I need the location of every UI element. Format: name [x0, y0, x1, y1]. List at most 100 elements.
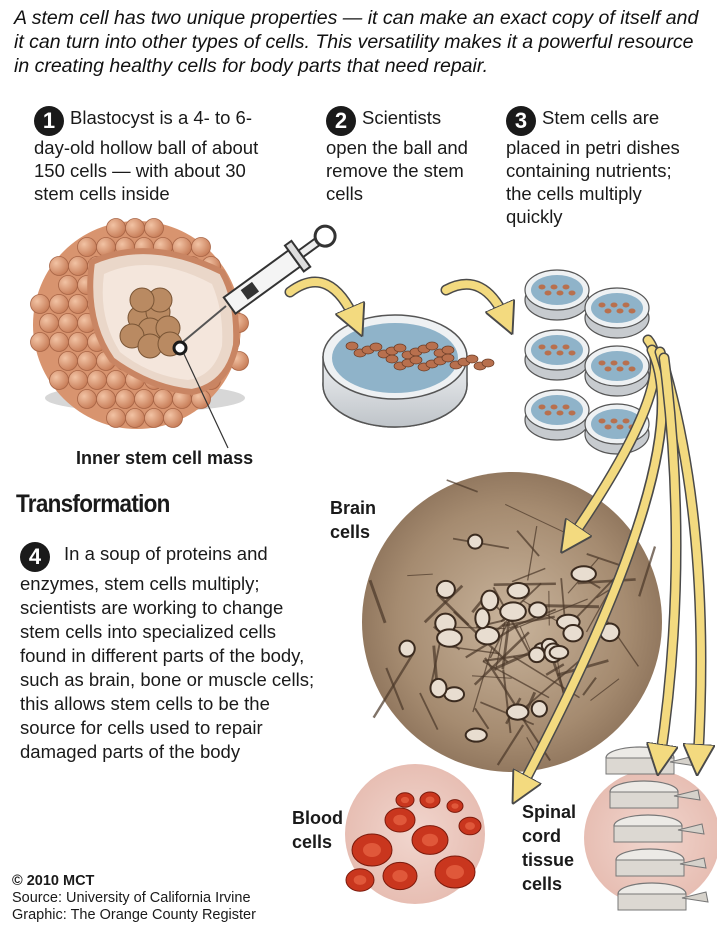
stack-dish-cell	[598, 360, 606, 366]
neuron-fiber	[474, 707, 490, 730]
petri-dish-stack-icon	[524, 269, 650, 455]
neuron-fiber	[577, 578, 636, 585]
step-4-text: In a soup of proteins and enzymes, stem …	[20, 543, 315, 762]
source-credit: Source: University of California Irvine	[12, 890, 251, 906]
neuron-body	[505, 703, 530, 721]
stack-dish-cell	[628, 308, 636, 314]
blood-cell-center	[392, 870, 408, 882]
blood-cell-center	[393, 814, 407, 826]
stack-dish-cell	[628, 366, 636, 372]
stack-dish-cell	[562, 344, 570, 350]
neuron-fiber	[514, 598, 588, 629]
blood-cell-center	[421, 833, 439, 847]
neuron-fiber	[516, 530, 540, 557]
arrow-fill	[660, 354, 681, 760]
stack-dish-cell	[610, 418, 618, 424]
inner-mass-label: Inner stem cell mass	[76, 448, 254, 468]
neuron-body	[528, 646, 546, 664]
blastocyst-cell	[77, 237, 97, 257]
stack-dish-cell	[568, 350, 576, 356]
stack-dish-cell	[610, 302, 618, 308]
stack-dish-cell	[556, 350, 564, 356]
vertebra-body	[609, 791, 679, 809]
neuron-fiber	[545, 663, 565, 676]
blood-cell-center	[446, 865, 464, 879]
neuron-body	[467, 533, 484, 550]
blastocyst-cell	[163, 408, 183, 428]
blastocyst-cell	[134, 389, 154, 409]
neuron-fiber	[489, 620, 510, 659]
neuron-fiber	[501, 615, 555, 628]
blastocyst-cell	[30, 294, 50, 314]
neuron-fiber	[492, 586, 533, 658]
blood-cell-center	[451, 803, 459, 809]
neuron-fiber	[368, 579, 387, 624]
vertebra-body	[613, 825, 683, 843]
stack-dish-cell	[622, 418, 630, 424]
stack-dish-cell	[556, 410, 564, 416]
neuron-fiber	[423, 584, 464, 624]
stack-dish-medium	[591, 293, 643, 323]
stack-dish-cell	[604, 366, 612, 372]
arrow-fill	[286, 278, 356, 322]
neuron-body	[480, 589, 500, 612]
blastocyst-cell	[68, 294, 88, 314]
step-3-text: Stem cells are placed in petri dishes co…	[506, 107, 680, 227]
neuron-body	[474, 607, 491, 630]
blastocyst-cell	[58, 275, 78, 295]
vertebra-process	[677, 823, 705, 835]
blood-cell-center	[400, 796, 410, 804]
neuron-fiber	[436, 593, 470, 626]
blastocyst-cell	[106, 408, 126, 428]
stack-dish-cell	[604, 424, 612, 430]
neuron-fiber	[502, 669, 512, 734]
neuron-body	[570, 565, 597, 583]
spinal-label-line3: tissue	[522, 850, 575, 870]
step-2-number-badge: 2	[326, 106, 356, 136]
blood-label-line1: Blood	[292, 808, 343, 828]
neuron-fiber	[446, 479, 478, 493]
stack-dish-cell	[562, 404, 570, 410]
stack-dish-cell	[538, 344, 546, 350]
step-4-number-badge: 4	[20, 542, 50, 572]
dish-cell	[441, 345, 455, 355]
neuron-fiber	[419, 692, 439, 731]
dish-cell	[425, 341, 439, 351]
blastocyst-cell	[115, 389, 135, 409]
blood-cells-icon	[345, 764, 485, 904]
neuron-fiber	[638, 546, 657, 597]
neuron-fiber	[582, 677, 597, 696]
graphic-credit: Graphic: The Orange County Register	[12, 907, 256, 923]
process-arrows	[284, 276, 701, 790]
petri-dish-icon	[322, 314, 495, 428]
step-2-text: Scientists open the ball and remove the …	[326, 107, 468, 204]
dish-cell	[345, 341, 359, 351]
blastocyst-cell	[68, 332, 88, 352]
neuron-fiber	[575, 577, 615, 619]
stack-dish-cell	[556, 290, 564, 296]
neuron-body	[499, 601, 527, 622]
spinal-label-line2: cord	[522, 826, 562, 846]
vertebra-body	[615, 859, 685, 877]
stack-dish-cell	[562, 284, 570, 290]
neuron-body	[436, 628, 463, 648]
stack-dish-medium	[531, 395, 583, 425]
stack-dish-medium	[531, 275, 583, 305]
blastocyst-cell	[125, 408, 145, 428]
neuron-fiber	[372, 652, 415, 719]
stack-dish-cell	[598, 418, 606, 424]
stack-dish-cell	[550, 344, 558, 350]
intro-text: A stem cell has two unique properties — …	[14, 7, 699, 77]
stack-dish-cell	[610, 360, 618, 366]
blastocyst-cell	[144, 408, 164, 428]
vertebra-process	[679, 857, 707, 869]
stack-dish-cell	[544, 410, 552, 416]
blastocyst-cell	[58, 313, 78, 333]
step-1-number-badge: 1	[34, 106, 64, 136]
neuron-body	[562, 624, 584, 643]
stack-dish-cell	[616, 424, 624, 430]
stack-dish-cell	[622, 360, 630, 366]
